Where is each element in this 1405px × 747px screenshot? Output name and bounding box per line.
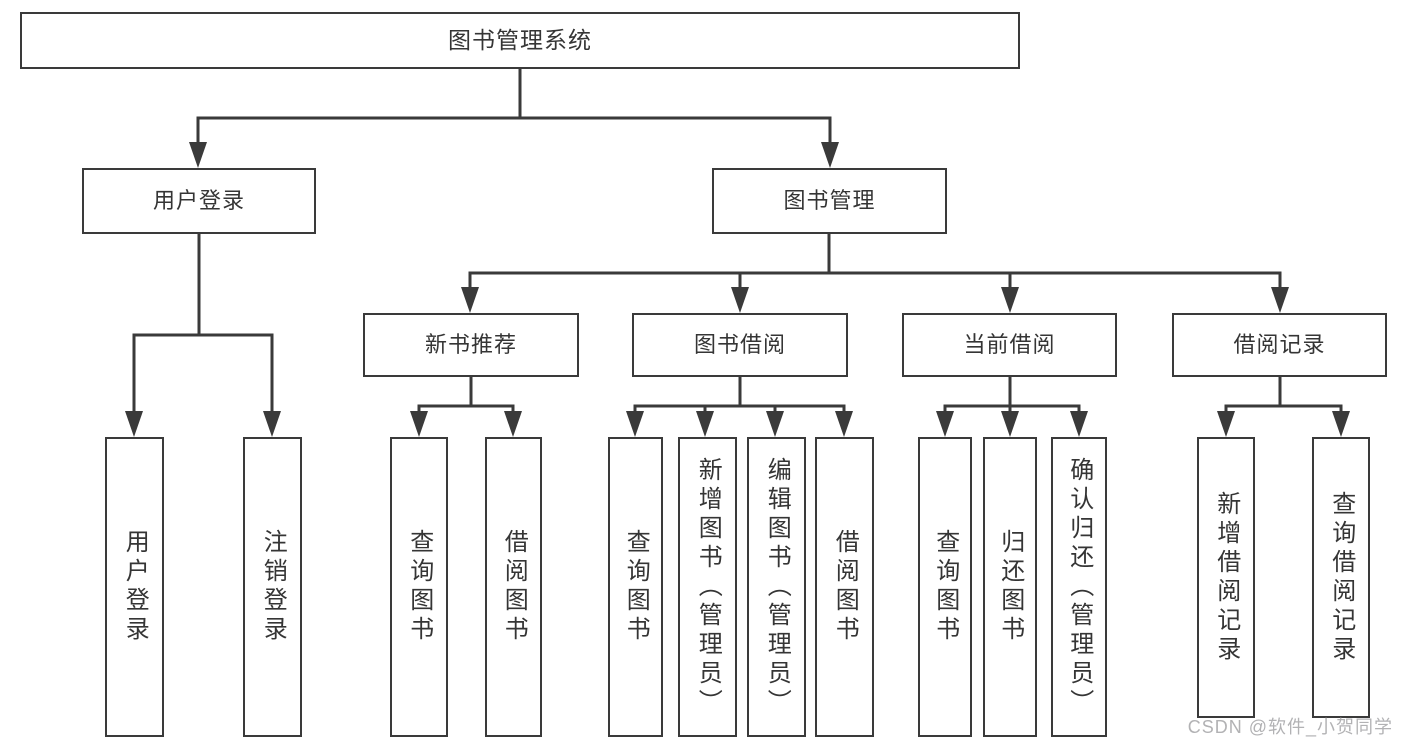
arrow-down-icon	[461, 287, 479, 313]
node-label: 图书管理	[783, 188, 876, 213]
arrow-down-icon	[821, 142, 839, 168]
node-edit-book-admin: 编辑图书（管理员）	[747, 437, 806, 737]
node-query-books-recommend: 查询图书	[390, 437, 448, 737]
node-new-book-recommend: 新书推荐	[363, 313, 579, 377]
arrow-down-icon	[766, 411, 784, 437]
node-query-books-borrow: 查询图书	[608, 437, 663, 737]
node-confirm-return-admin: 确认归还（管理员）	[1051, 437, 1107, 737]
node-query-books-current: 查询图书	[918, 437, 972, 737]
arrow-down-icon	[1271, 287, 1289, 313]
node-label: 用户登录	[121, 529, 149, 645]
node-label: 确认归还（管理员）	[1065, 456, 1093, 718]
node-borrow-books-leaf: 借阅图书	[815, 437, 874, 737]
watermark: CSDN @软件_小贺同学	[1187, 717, 1393, 737]
node-label: 新增图书（管理员）	[694, 456, 722, 718]
arrow-down-icon	[1001, 287, 1019, 313]
node-book-borrow: 图书借阅	[632, 313, 848, 377]
arrow-down-icon	[1070, 411, 1088, 437]
arrow-down-icon	[189, 142, 207, 168]
node-label: 新书推荐	[424, 332, 517, 357]
node-label: 查询图书	[405, 529, 433, 645]
node-current-borrow: 当前借阅	[902, 313, 1117, 377]
node-book-management: 图书管理	[712, 168, 947, 234]
node-borrow-records: 借阅记录	[1172, 313, 1387, 377]
node-label: 借阅图书	[500, 529, 528, 645]
arrow-down-icon	[125, 411, 143, 437]
node-label: 用户登录	[152, 188, 245, 213]
node-label: 图书管理系统	[448, 27, 592, 53]
node-return-book: 归还图书	[983, 437, 1037, 737]
arrow-down-icon	[835, 411, 853, 437]
arrow-down-icon	[936, 411, 954, 437]
node-user-login-leaf: 用户登录	[105, 437, 164, 737]
arrow-down-icon	[410, 411, 428, 437]
node-label: 查询借阅记录	[1327, 490, 1355, 665]
node-label: 归还图书	[996, 529, 1024, 645]
node-label: 查询图书	[931, 529, 959, 645]
node-query-borrow-record: 查询借阅记录	[1312, 437, 1370, 718]
node-label: 查询图书	[622, 529, 650, 645]
node-label: 编辑图书（管理员）	[763, 456, 791, 718]
node-label: 当前借阅	[963, 332, 1056, 357]
node-label: 图书借阅	[693, 332, 786, 357]
arrow-down-icon	[1217, 411, 1235, 437]
node-user-login: 用户登录	[82, 168, 316, 234]
node-label: 注销登录	[259, 529, 287, 645]
node-library-management-system: 图书管理系统	[20, 12, 1020, 69]
node-borrow-books-recommend: 借阅图书	[485, 437, 542, 737]
node-label: 借阅图书	[831, 529, 859, 645]
node-logout: 注销登录	[243, 437, 302, 737]
arrow-down-icon	[1001, 411, 1019, 437]
arrow-down-icon	[504, 411, 522, 437]
node-add-book-admin: 新增图书（管理员）	[678, 437, 737, 737]
node-add-borrow-record: 新增借阅记录	[1197, 437, 1255, 718]
node-label: 新增借阅记录	[1212, 490, 1240, 665]
arrow-down-icon	[626, 411, 644, 437]
arrow-down-icon	[1332, 411, 1350, 437]
arrow-down-icon	[263, 411, 281, 437]
node-label: 借阅记录	[1233, 332, 1326, 357]
arrow-down-icon	[696, 411, 714, 437]
arrow-down-icon	[731, 287, 749, 313]
